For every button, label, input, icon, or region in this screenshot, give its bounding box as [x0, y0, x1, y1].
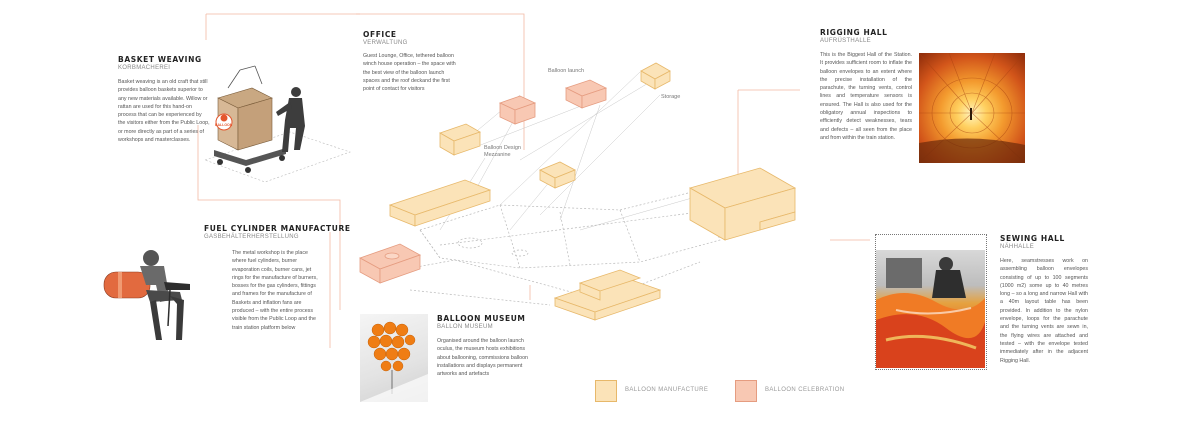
legend-swatch-celebration — [735, 380, 757, 402]
fuel-cylinder-section: FUEL CYLINDER MANUFACTURE GASBEHÄLTERHER… — [204, 224, 351, 332]
office-text: Guest Lounge, Office, tethered balloon w… — [363, 53, 456, 93]
storage-label: Storage — [661, 94, 681, 100]
fuel-cylinder-subtitle: GASBEHÄLTERHERSTELLUNG — [204, 234, 299, 240]
sewing-hall-subtitle: NÄHHALLE — [1000, 244, 1035, 250]
rigging-hall-title: RIGGING HALL — [820, 28, 888, 37]
sewing-hall-photo — [876, 250, 985, 368]
basket-weaving-title: BASKET WEAVING — [118, 55, 202, 64]
sewing-photo-fabric — [876, 257, 985, 368]
small-volume — [539, 161, 576, 189]
balloon-museum-photo — [360, 314, 428, 402]
museum-volume — [359, 243, 421, 284]
basket-ground — [204, 131, 351, 183]
rigging-hall-text: This is the Biggest Hall of the Station.… — [820, 52, 912, 141]
balloon-launch-label: Balloon launch — [548, 68, 585, 74]
basket-weaving-section: BASKET WEAVING KORBMACHEREI Basket weavi… — [118, 55, 210, 144]
balloon-museum-title: BALLOON MUSEUM — [437, 314, 526, 323]
leader-lines — [197, 13, 870, 348]
basket-illustration — [214, 65, 286, 173]
launch-volume-1 — [498, 95, 537, 125]
basket-logo-text: BALLOON — [215, 123, 233, 127]
legend-label-manufacture: BALLOON MANUFACTURE — [625, 387, 709, 393]
basket-weaving-text: Basket weaving is an old craft that stil… — [118, 79, 210, 144]
rigging-volume — [688, 167, 797, 241]
balloon-museum-subtitle: BALLON MUSEUM — [437, 324, 493, 330]
sewing-volume — [553, 269, 662, 321]
storage-volume — [640, 62, 671, 90]
fuel-worker-illustration — [103, 250, 190, 340]
sewing-hall-text: Here, seamstresses work on assembling ba… — [1000, 258, 1088, 364]
office-title: OFFICE — [363, 30, 397, 39]
office-subtitle: VERWALTUNG — [363, 40, 408, 46]
basket-weaving-subtitle: KORBMACHEREI — [118, 65, 171, 71]
fuel-cylinder-title: FUEL CYLINDER MANUFACTURE — [204, 224, 351, 233]
balloon-museum-section: BALLOON MUSEUM BALLON MUSEUM Organised a… — [437, 314, 529, 378]
design-mezzanine-label: Balloon Design Mezzanine — [484, 145, 521, 158]
launch-volume-2 — [564, 79, 608, 109]
sewing-hall-photo-frame — [875, 234, 987, 370]
sewing-hall-title: SEWING HALL — [1000, 234, 1065, 243]
basket-worker-figure — [276, 87, 305, 152]
office-section: OFFICE VERWALTUNG Guest Lounge, Office, … — [363, 30, 458, 93]
rigging-photo-lines — [919, 53, 1025, 163]
rigging-hall-section: RIGGING HALL AUFRÜSTHALLE This is the Bi… — [820, 28, 912, 142]
legend: BALLOON MANUFACTURE BALLOON CELEBRATION — [595, 378, 895, 404]
long-bar-volume — [388, 179, 492, 227]
rigging-hall-subtitle: AUFRÜSTHALLE — [820, 38, 871, 44]
balloon-museum-text: Organised around the balloon launch ocul… — [437, 338, 528, 378]
legend-swatch-manufacture — [595, 380, 617, 402]
sewing-hall-section: SEWING HALL NÄHHALLE Here, seamstresses … — [1000, 234, 1088, 365]
celebration-volumes — [359, 79, 608, 284]
manufacture-volumes — [388, 62, 797, 321]
rigging-hall-photo — [919, 53, 1025, 163]
fuel-cylinder-text: The metal workshop is the place where fu… — [232, 250, 318, 331]
museum-photo-balloons — [360, 321, 428, 402]
legend-label-celebration: BALLOON CELEBRATION — [765, 387, 845, 393]
mezzanine-volume — [439, 123, 481, 156]
